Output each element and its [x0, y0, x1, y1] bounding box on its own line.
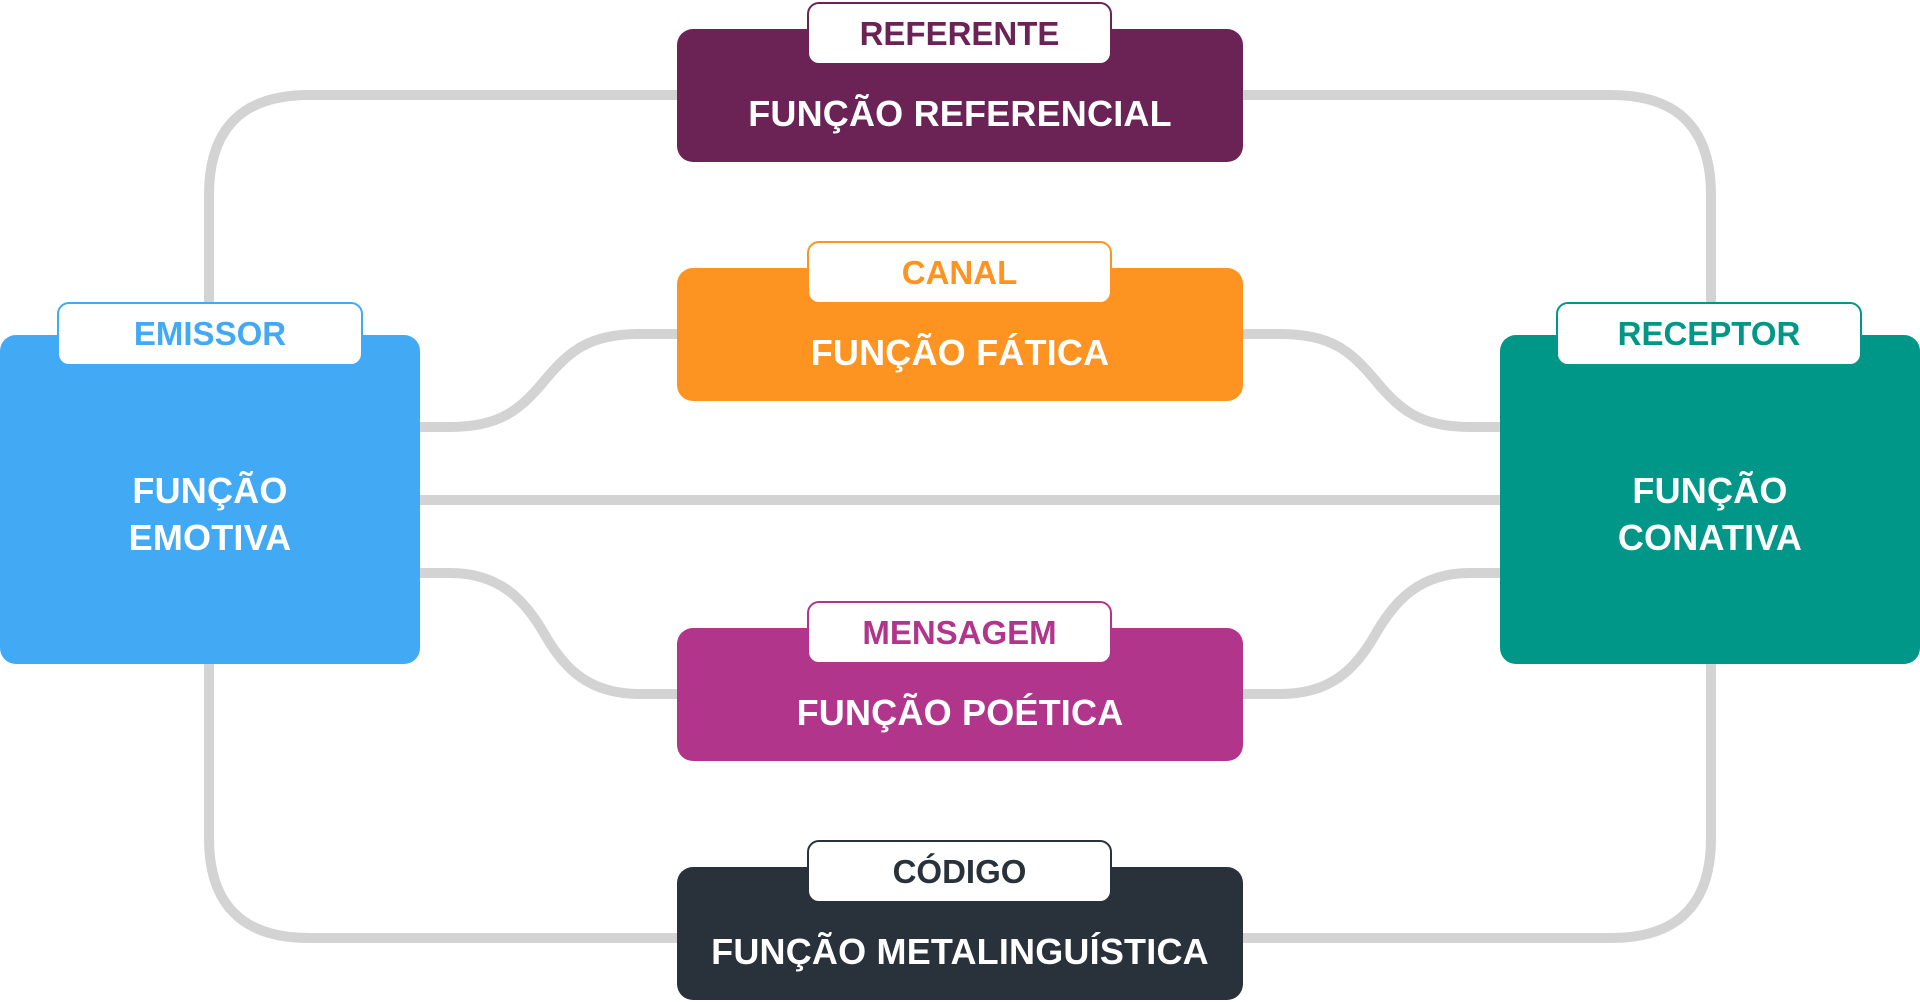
node-emissor: FUNÇÃO EMOTIVA: [0, 335, 420, 664]
function-label: FUNÇÃO REFERENCIAL: [748, 93, 1172, 135]
function-label: FUNÇÃO METALINGUÍSTICA: [711, 931, 1209, 973]
node-receptor: FUNÇÃO CONATIVA: [1500, 335, 1920, 664]
connector-emissor-referente: [204, 90, 677, 302]
tab-referente: REFERENTE: [807, 2, 1112, 65]
element-label: EMISSOR: [133, 315, 287, 352]
node-mensagem: FUNÇÃO POÉTICA: [677, 628, 1243, 761]
tab-canal: CANAL: [807, 241, 1112, 304]
element-label: RECEPTOR: [1617, 315, 1801, 352]
connector-emissor-canal: [420, 329, 677, 432]
connector-codigo-receptor: [1243, 664, 1716, 943]
function-label-line1: FUNÇÃO: [132, 469, 288, 511]
function-label: FUNÇÃO POÉTICA: [796, 692, 1124, 734]
tab-receptor: RECEPTOR: [1556, 302, 1862, 366]
function-label-line1: FUNÇÃO: [1632, 469, 1788, 511]
element-label: CANAL: [901, 253, 1018, 291]
element-label: CÓDIGO: [892, 852, 1027, 890]
tab-emissor: EMISSOR: [57, 302, 363, 366]
connector-mensagem-receptor: [1243, 568, 1500, 699]
connector-emissor-codigo: [204, 664, 677, 943]
tab-codigo: CÓDIGO: [807, 840, 1112, 903]
function-label-line2: CONATIVA: [1617, 516, 1803, 558]
connector-referente-receptor: [1243, 90, 1716, 302]
tab-mensagem: MENSAGEM: [807, 601, 1112, 664]
connector-canal-receptor: [1243, 329, 1500, 432]
function-label-line2: EMOTIVA: [128, 516, 292, 558]
connector-emissor-mensagem: [420, 568, 677, 699]
function-label: FUNÇÃO FÁTICA: [810, 332, 1110, 374]
element-label: REFERENTE: [859, 14, 1060, 52]
element-label: MENSAGEM: [862, 613, 1057, 651]
